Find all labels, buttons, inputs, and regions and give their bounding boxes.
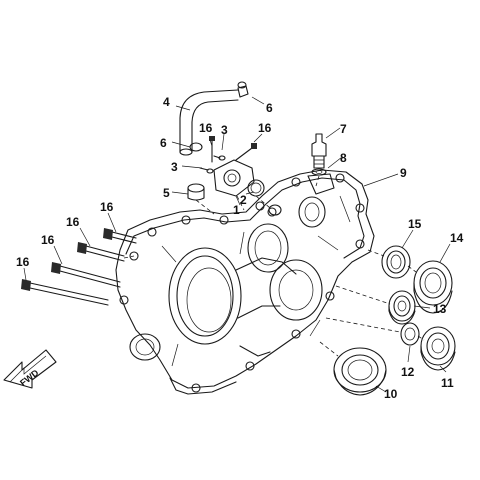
callout-12: 12 — [401, 365, 415, 379]
callout-16: 16 — [258, 121, 272, 135]
callout-numbers: 4 6 16 3 16 7 6 3 8 9 5 2 1 16 16 16 16 … — [16, 95, 464, 401]
callout-6: 6 — [266, 101, 273, 115]
oil-switch-and-washer — [311, 133, 327, 176]
callout-14: 14 — [450, 231, 464, 245]
callout-13: 13 — [433, 302, 447, 316]
callout-16: 16 — [199, 121, 213, 135]
callout-2: 2 — [240, 193, 247, 207]
bearings-and-seals — [333, 245, 456, 396]
callout-5: 5 — [163, 186, 170, 200]
crankcase-half — [115, 169, 375, 395]
callout-1: 1 — [233, 203, 240, 217]
callout-16: 16 — [41, 233, 55, 247]
forward-direction-arrow: FWD — [3, 349, 57, 389]
callout-16: 16 — [16, 255, 30, 269]
callout-10: 10 — [384, 387, 398, 401]
callout-4: 4 — [163, 95, 170, 109]
long-bolts — [21, 228, 137, 306]
callout-6: 6 — [160, 136, 167, 150]
callout-7: 7 — [340, 122, 347, 136]
callout-11: 11 — [441, 376, 454, 390]
callout-8: 8 — [340, 151, 347, 165]
callout-9: 9 — [400, 166, 407, 180]
leader-lines — [23, 96, 451, 393]
callout-16: 16 — [66, 215, 80, 229]
small-parts-cluster — [187, 136, 277, 217]
callout-15: 15 — [408, 217, 422, 231]
assembly-guide-lines — [123, 175, 425, 357]
breather-hose-assembly — [179, 81, 249, 156]
callout-3: 3 — [171, 160, 178, 174]
callout-3: 3 — [221, 123, 228, 137]
callout-16: 16 — [100, 200, 114, 214]
